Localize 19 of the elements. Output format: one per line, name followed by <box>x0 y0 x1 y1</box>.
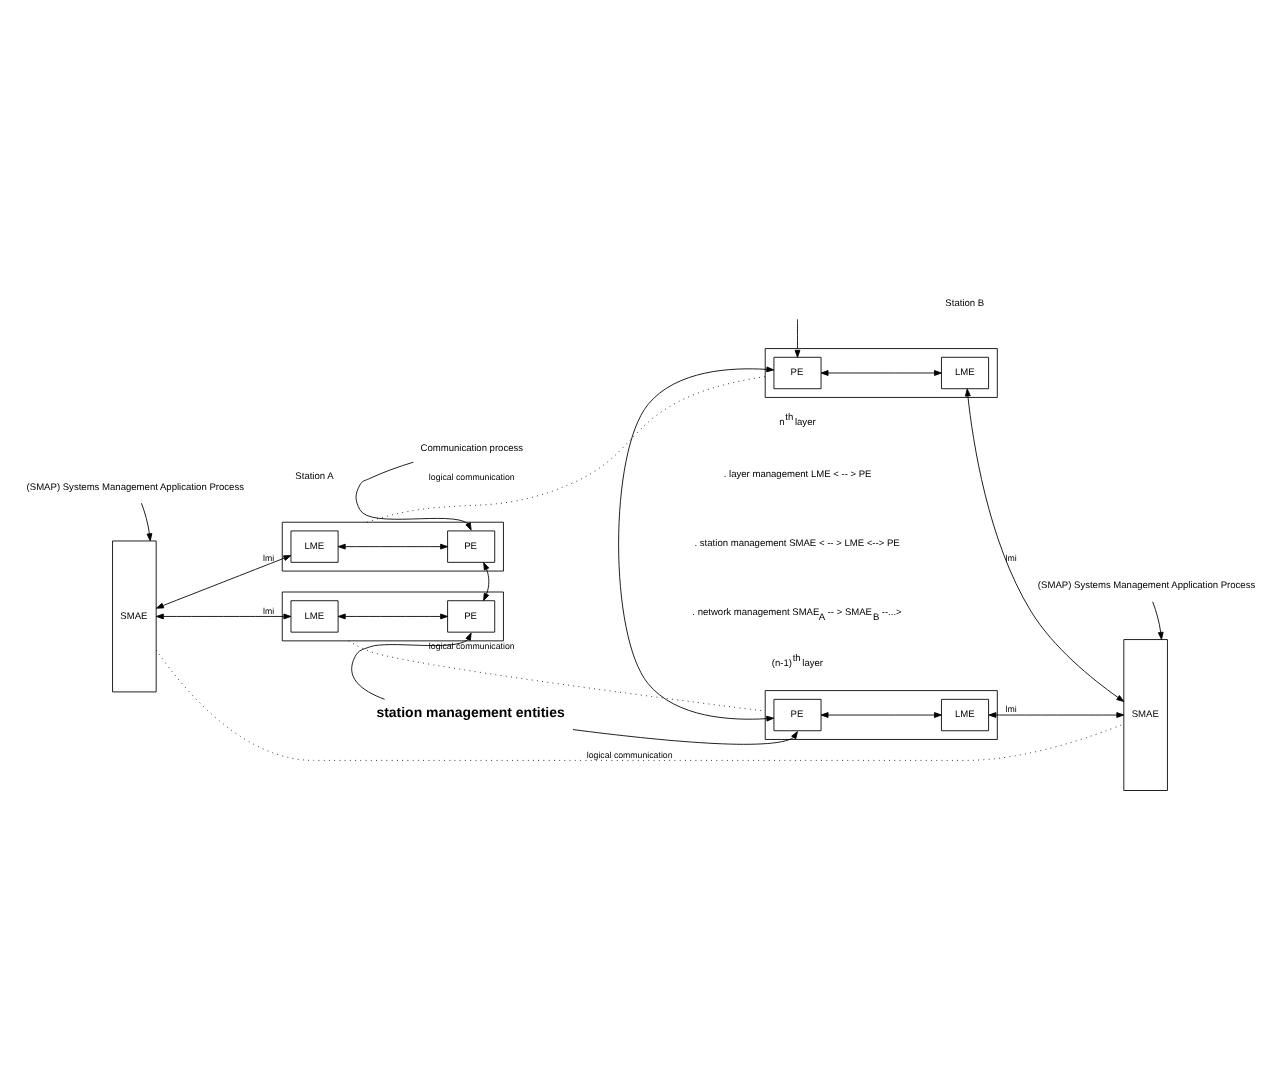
arrow <box>337 612 449 619</box>
arrow <box>820 369 942 375</box>
arrow <box>965 387 1125 701</box>
arrow <box>572 728 798 744</box>
connector <box>348 639 766 711</box>
arrow <box>618 365 775 721</box>
connector <box>366 375 766 522</box>
arrow <box>483 561 490 601</box>
arrow <box>794 317 801 357</box>
arrow <box>337 542 449 549</box>
arrow <box>155 554 292 608</box>
arrow <box>351 631 472 699</box>
arrow <box>155 612 292 619</box>
arrow <box>820 711 942 717</box>
arrow <box>1152 600 1164 639</box>
arrow <box>141 501 153 541</box>
arrow <box>355 460 472 530</box>
arrow <box>988 711 1125 717</box>
connector <box>155 648 1125 760</box>
